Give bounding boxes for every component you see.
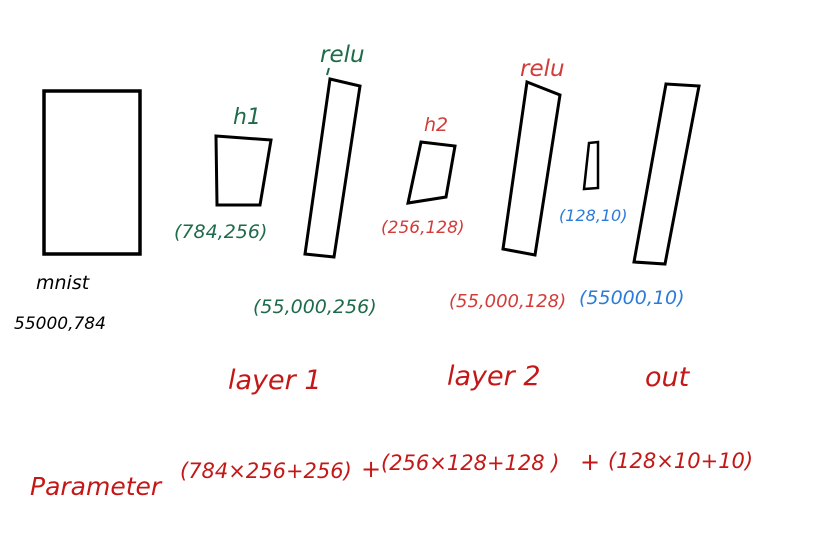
relu-1-label: relu [320,42,365,68]
h2-shape-label: (256,128) [381,218,465,238]
mnist-shape: 55000,784 [14,314,106,334]
layer-1-output-shape: (55,000,256) [253,296,377,318]
out-output-shape: (55000,10) [579,287,684,309]
mnist-matrix-box [42,89,142,256]
layer-2-caption: layer 2 [447,361,541,392]
parameter-plus-2: + [580,448,600,476]
layer-1-group: h1 (784,256) relu (55,000,256) layer 1 [174,42,377,396]
layer-2-output-matrix [501,79,562,257]
parameter-term-1: (784×256+256) [180,459,352,483]
parameter-label: Parameter [30,472,163,501]
relu-1-tick [326,67,330,76]
h1-weight-matrix [214,134,273,207]
out-caption: out [645,362,691,393]
relu-2-label: relu [520,56,565,82]
layer-2-output-shape: (55,000,128) [449,291,566,312]
out-weight-matrix [582,140,600,191]
layer-1-output-matrix [303,77,362,259]
layer-1-caption: layer 1 [228,365,322,396]
layer-2-group: h2 (256,128) relu (55,000,128) layer 2 [381,56,566,392]
mnist-label: mnist [36,272,91,294]
parameter-term-3: (128×10+10) [608,449,753,473]
h1-label: h1 [233,105,261,130]
parameter-formula: Parameter (784×256+256) + (256×128+128 )… [30,448,753,501]
parameter-plus-1: + [361,455,381,483]
out-weight-shape: (128,10) [559,206,627,225]
h2-label: h2 [424,114,448,136]
input-block: mnist 55000,784 [14,89,142,334]
h1-shape-label: (784,256) [174,221,267,243]
h2-weight-matrix [406,140,457,205]
out-group: (128,10) (55000,10) out [559,82,701,393]
parameter-term-2: (256×128+128 ) [381,451,560,475]
out-output-matrix [632,82,701,266]
